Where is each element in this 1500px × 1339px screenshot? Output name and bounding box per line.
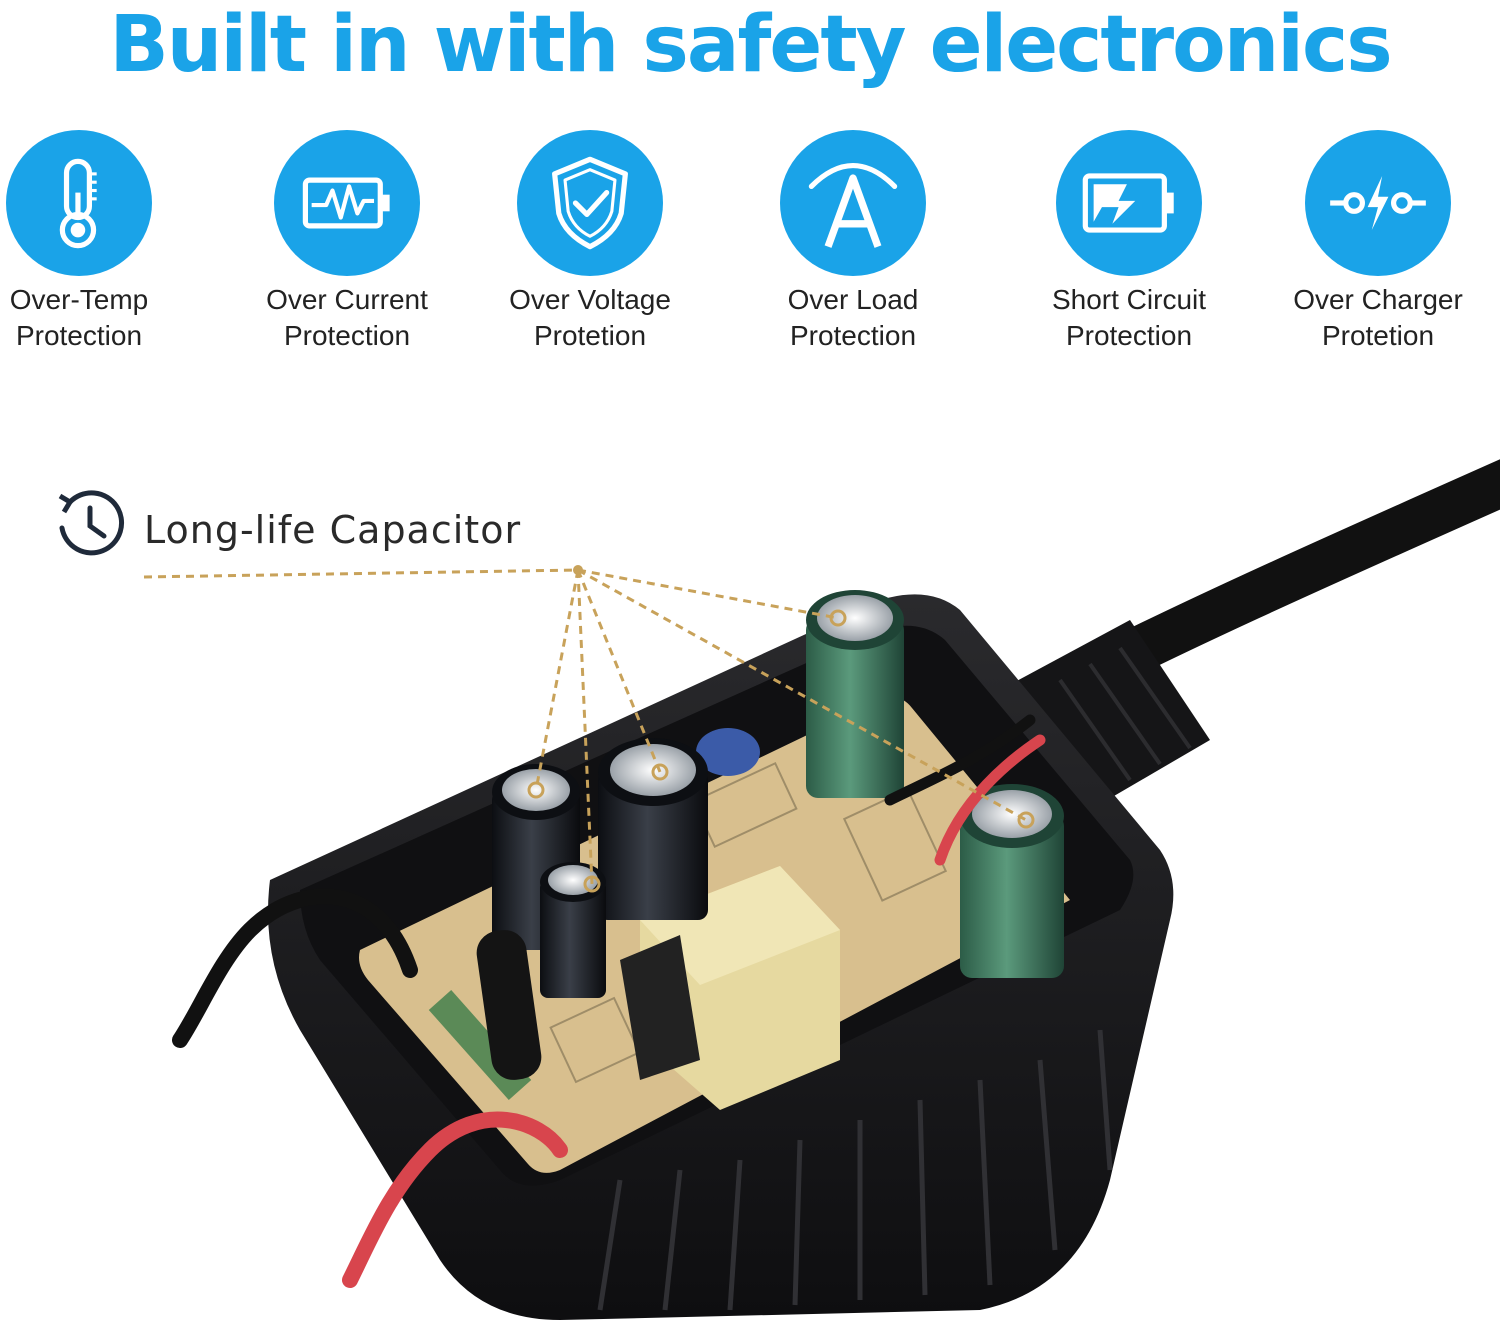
capacitor-black-2: [598, 738, 708, 920]
feature-caption: Over Charger Protetion: [1248, 282, 1500, 354]
shield-check-icon: [552, 156, 628, 250]
feature-over-voltage: Over Voltage Protetion: [460, 130, 720, 354]
capacitor-green-2: [960, 784, 1064, 978]
feature-caption-line: Protetion: [1321, 320, 1435, 351]
feature-caption-line: Protection: [15, 320, 143, 351]
feature-caption-line: Over-Temp: [9, 284, 149, 315]
headline: Built in with safety electronics: [109, 0, 1392, 90]
feature-caption: Over-Temp Protection: [0, 282, 209, 354]
feature-caption: Over Voltage Protetion: [460, 282, 720, 354]
thermometer-icon: [59, 158, 97, 249]
wire-black: [172, 888, 418, 1048]
feature-short-circuit: Short Circuit Protection: [999, 130, 1259, 354]
battery-pulse-icon: [302, 177, 390, 229]
transformer: [620, 866, 840, 1110]
feature-caption-line: Protection: [1065, 320, 1193, 351]
capacitor-green-1: [806, 590, 904, 798]
feature-over-temp: Over-Temp Protection: [0, 130, 209, 354]
wire-red: [342, 1111, 568, 1288]
capacitor-black-3: [540, 862, 606, 998]
feature-caption-line: Protection: [283, 320, 411, 351]
feature-caption: Short Circuit Protection: [999, 282, 1259, 354]
feature-caption-line: Short Circuit: [1051, 284, 1207, 315]
callout-leader-lines: [143, 568, 1027, 885]
circuit-bolt-icon: [1330, 175, 1426, 231]
housing-ribs: [597, 1029, 1113, 1311]
feature-caption-line: Protection: [789, 320, 917, 351]
feature-caption-line: Over Load: [787, 284, 919, 315]
feature-over-current: Over Current Protection: [217, 130, 477, 354]
feature-badge: [1305, 130, 1451, 276]
feature-caption-line: Over Current: [266, 284, 428, 315]
charger-illustration: [143, 459, 1500, 1320]
feature-over-load: Over Load Protection: [723, 130, 983, 354]
callout-label: Long-life Capacitor: [144, 508, 522, 552]
feature-caption-line: Over Voltage: [509, 284, 671, 315]
clock-refresh-icon: [58, 490, 125, 556]
feature-caption: Over Current Protection: [217, 282, 477, 354]
battery-bolt-icon: [1082, 173, 1174, 233]
ceramic-capacitor: [696, 728, 760, 776]
feature-caption-line: Over Charger: [1293, 284, 1463, 315]
feature-badge: [274, 130, 420, 276]
feature-over-charger: Over Charger Protetion: [1248, 130, 1500, 354]
ampere-gauge-icon: [808, 163, 898, 248]
feature-caption-line: Protetion: [533, 320, 647, 351]
feature-caption: Over Load Protection: [723, 282, 983, 354]
feature-badge: [517, 130, 663, 276]
feature-badge: [1056, 130, 1202, 276]
feature-badge: [6, 130, 152, 276]
feature-badge: [780, 130, 926, 276]
